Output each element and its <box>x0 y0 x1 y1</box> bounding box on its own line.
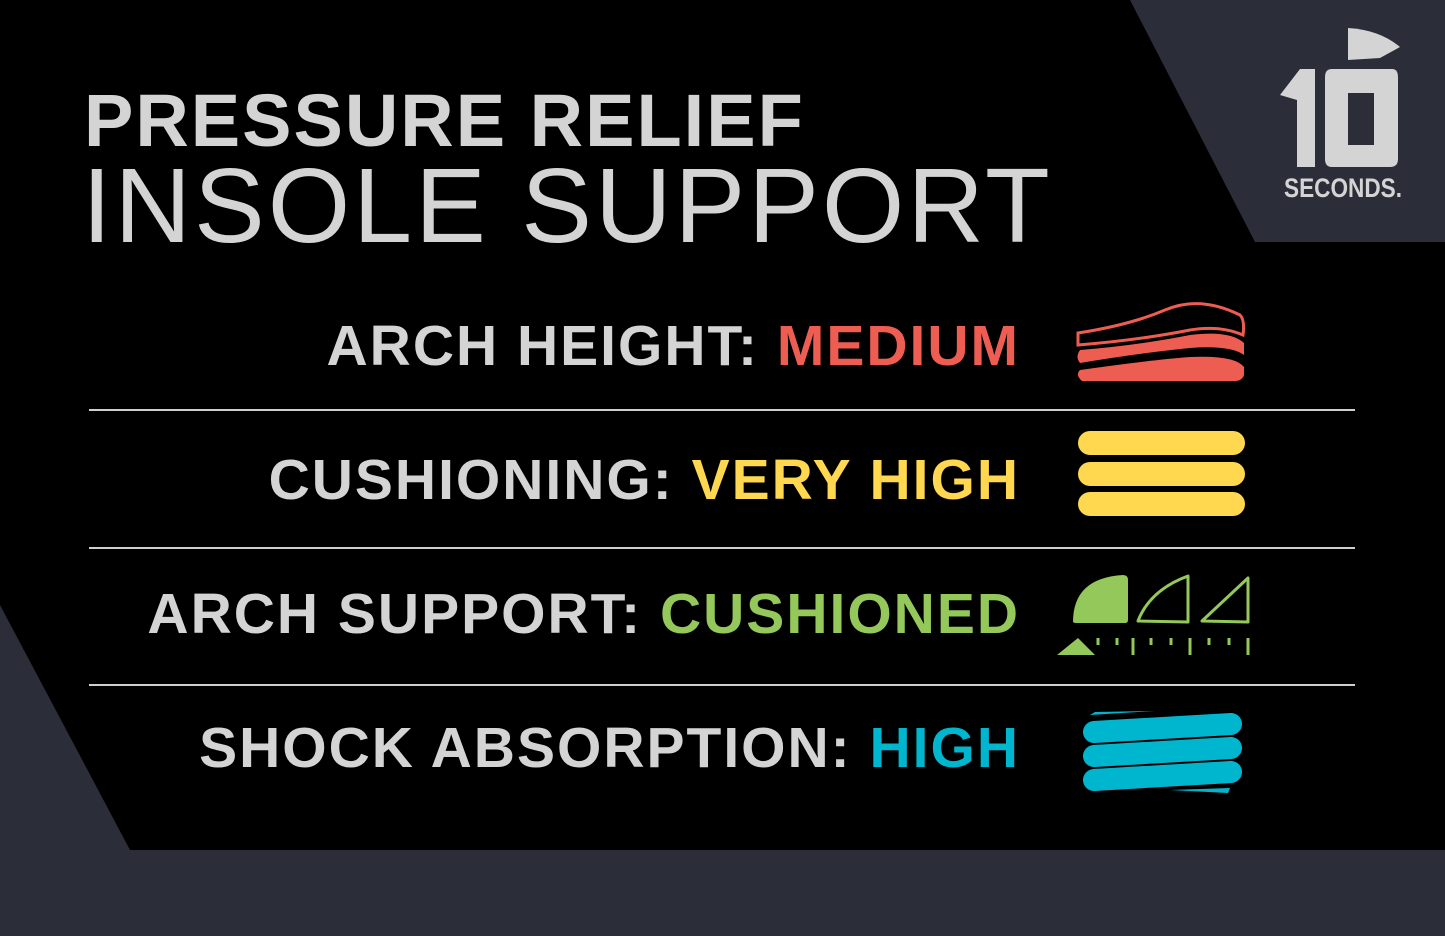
shock-absorption-icon <box>1083 711 1242 793</box>
title-line-2: INSOLE SUPPORT <box>82 147 1053 265</box>
rating-value: MEDIUM <box>776 314 1020 378</box>
divider <box>89 547 1355 549</box>
arch-height-layers-icon <box>1076 302 1246 381</box>
rating-label: SHOCK ABSORPTION: <box>199 716 852 780</box>
rating-cushioning: CUSHIONING: VERY HIGH <box>269 450 1020 510</box>
ten-seconds-logo: SECONDS. <box>1280 28 1402 203</box>
rating-label: ARCH SUPPORT: <box>147 582 643 646</box>
divider <box>89 409 1355 411</box>
divider <box>89 684 1355 686</box>
title-line-1: PRESSURE RELIEF <box>84 79 805 162</box>
cushion-layers-icon <box>1078 431 1245 516</box>
rating-value: HIGH <box>869 716 1020 780</box>
rating-value: VERY HIGH <box>691 448 1020 512</box>
rating-shock-absorption: SHOCK ABSORPTION: HIGH <box>199 718 1020 778</box>
arch-support-scale-icon <box>1057 574 1250 655</box>
rating-label: ARCH HEIGHT: <box>326 314 759 378</box>
rating-label: CUSHIONING: <box>268 448 674 512</box>
logo-text: SECONDS. <box>1284 173 1402 203</box>
rating-arch-support: ARCH SUPPORT: CUSHIONED <box>147 584 1020 644</box>
rating-value: CUSHIONED <box>659 582 1020 646</box>
rating-arch-height: ARCH HEIGHT: MEDIUM <box>327 316 1021 376</box>
